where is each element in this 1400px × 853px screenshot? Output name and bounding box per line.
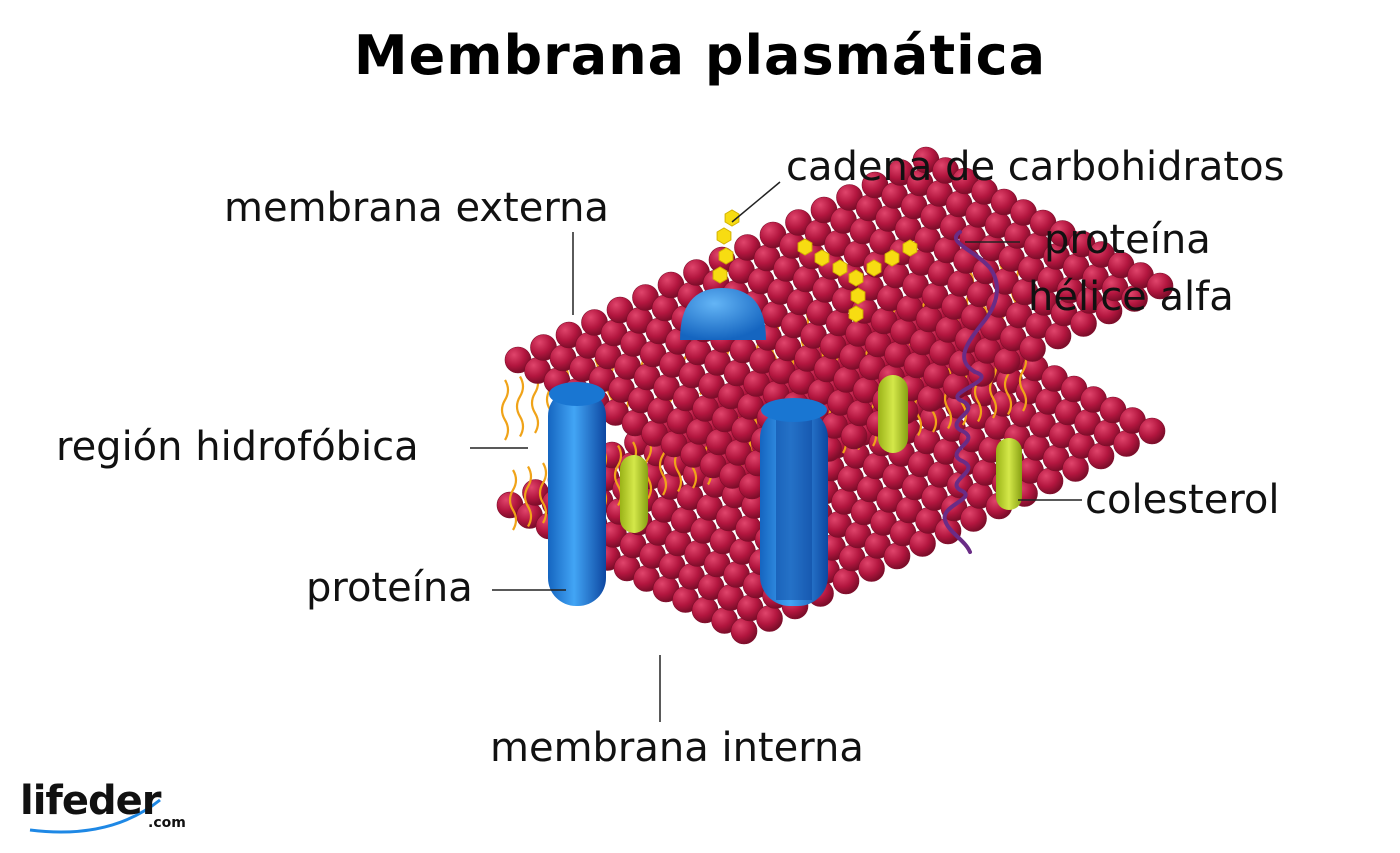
lifeder-logo: lifeder (20, 778, 161, 824)
sugar-unit (716, 227, 732, 245)
phospholipid-head-inner (960, 505, 987, 532)
sugar-unit (884, 249, 900, 267)
phospholipid-head-inner (1036, 467, 1064, 495)
phospholipid-head-inner (756, 605, 783, 632)
diagram-title: Membrana plasmática (353, 24, 1047, 87)
lipid-tail (515, 375, 525, 438)
cholesterol-molecules (620, 375, 1022, 533)
phospholipid-head-inner (1087, 442, 1115, 470)
label-proteina-helice-line1: proteína (1044, 217, 1211, 263)
transmembrane-protein-left (548, 382, 606, 606)
carbohydrate-chains (712, 209, 918, 323)
sugar-unit (832, 259, 848, 277)
lipid-tail (1018, 350, 1028, 412)
sugar-unit (866, 259, 882, 277)
leader-lines (470, 181, 1082, 722)
phospholipid-head-outer (1044, 322, 1072, 350)
sugar-unit (902, 239, 918, 257)
phospholipid-head-outer (840, 422, 868, 450)
lipid-tail (508, 469, 518, 531)
sugar-unit (718, 247, 734, 265)
lipid-tail (538, 462, 548, 524)
lipid-tail (500, 379, 510, 441)
phospholipid-head-outer (993, 347, 1021, 375)
phospholipid-head-outer (1019, 335, 1046, 362)
sugar-unit (848, 305, 864, 323)
sugar-unit (712, 266, 728, 284)
logo-swoosh (29, 798, 161, 834)
sugar-unit (814, 249, 830, 267)
label-membrana-externa: membrana externa (224, 185, 609, 231)
phospholipid-head-inner (1138, 417, 1166, 445)
transmembrane-protein-channel (760, 398, 828, 606)
phospholipid-head-inner (934, 517, 962, 545)
label-region-hidrofobica: región hidrofóbica (56, 424, 419, 470)
label-proteina: proteína (306, 565, 473, 611)
label-proteina-helice-line2: hélice alfa (1028, 274, 1234, 320)
phospholipid-head-inner (1113, 430, 1140, 457)
label-cadena-carbohidratos: cadena de carbohidratos (786, 144, 1285, 190)
sugar-unit (848, 269, 864, 287)
sugar-unit (797, 238, 813, 256)
phospholipid-head-inner (858, 555, 885, 582)
phospholipid-head-outer (917, 385, 944, 412)
alpha-helix-protein (942, 230, 999, 554)
phospholipid-head-inner (730, 617, 758, 645)
sugar-unit (724, 209, 740, 227)
peripheral-protein-dome (680, 288, 766, 340)
phospholipid-head-inner (909, 530, 936, 557)
phospholipid-head-inner (883, 542, 911, 570)
lipid-tail (523, 465, 533, 528)
label-colesterol: colesterol (1085, 477, 1280, 523)
phospholipid-head-outer (1146, 272, 1174, 300)
phospholipid-head-inner (832, 567, 860, 595)
label-membrana-interna: membrana interna (490, 725, 864, 771)
sugar-unit (850, 287, 866, 305)
lifeder-logo-suffix: .com (148, 815, 186, 831)
